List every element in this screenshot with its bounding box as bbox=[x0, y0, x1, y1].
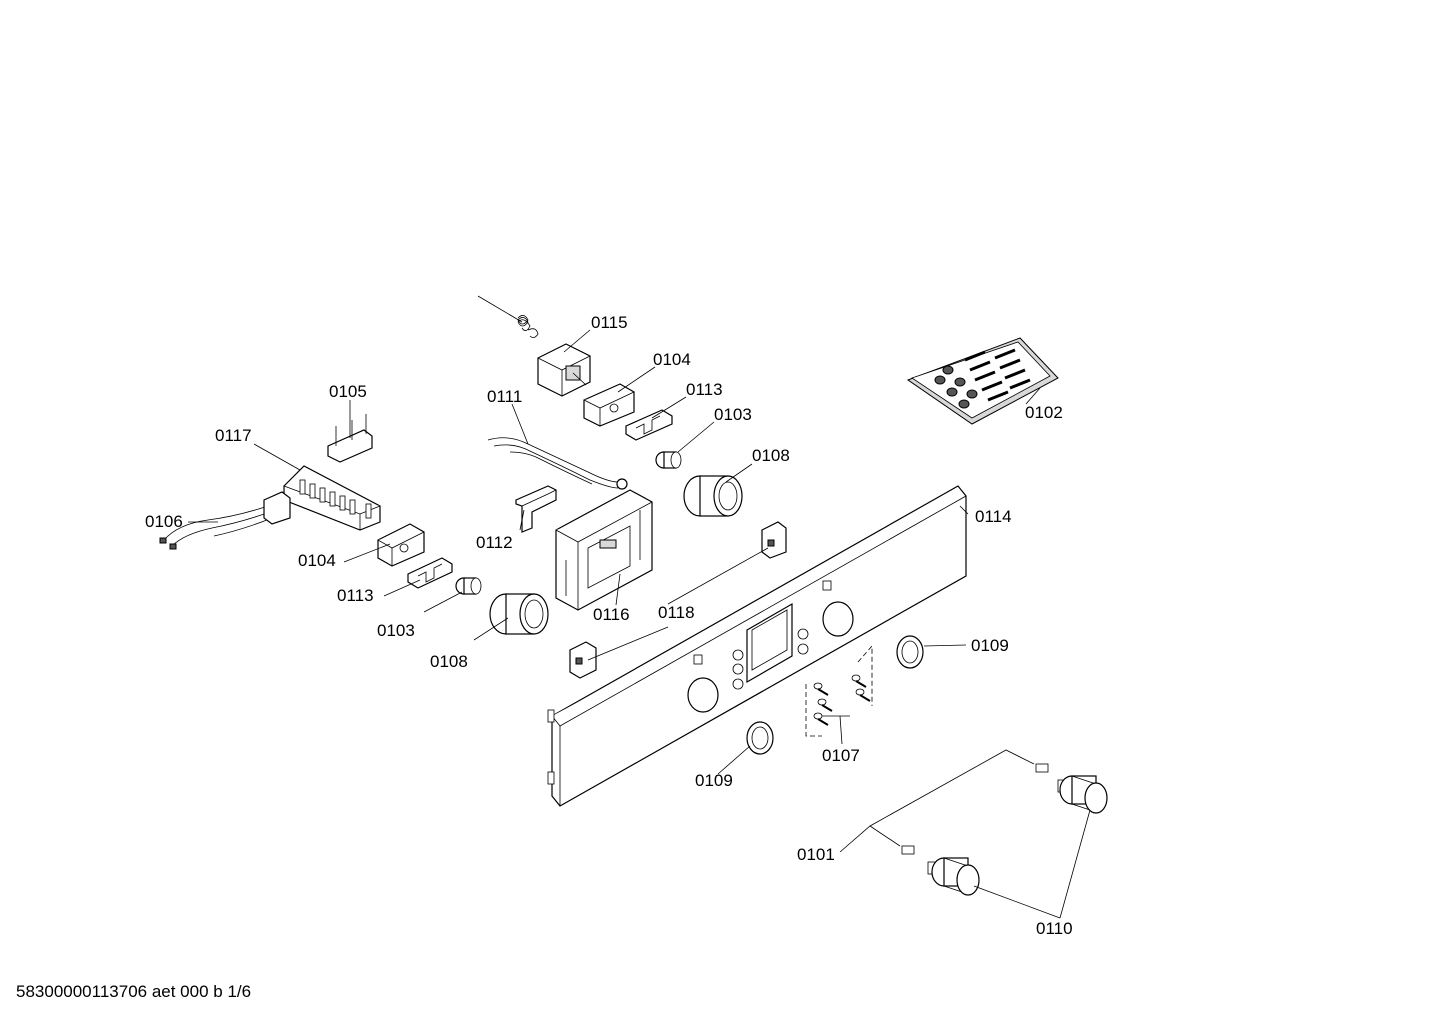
bracket-part-lower bbox=[377, 523, 425, 567]
label-0116: 0116 bbox=[593, 605, 630, 624]
control-panel-fascia bbox=[547, 485, 967, 807]
ring-part-right bbox=[896, 635, 924, 669]
label-0110: 0110 bbox=[1036, 919, 1073, 938]
electronic-module-part bbox=[555, 489, 653, 611]
label-0104-upper: 0104 bbox=[653, 350, 691, 369]
knob-housing-part-lower bbox=[489, 593, 549, 635]
label-0113-lower: 0113 bbox=[337, 586, 374, 605]
clip-part-lower bbox=[407, 557, 453, 589]
label-0113-upper: 0113 bbox=[686, 380, 723, 399]
label-0102: 0102 bbox=[1025, 403, 1063, 422]
screw-bag-part bbox=[906, 337, 1059, 425]
part-labels: 0115 0104 0113 0103 0108 0111 0105 0117 … bbox=[145, 313, 1073, 938]
screw-set-part bbox=[805, 644, 873, 737]
label-0111: 0111 bbox=[487, 387, 522, 406]
lamp-holder-part-lower bbox=[455, 577, 482, 595]
bracket-part-upper bbox=[583, 383, 635, 427]
thermostat-part bbox=[477, 295, 591, 397]
control-knob-part-lower bbox=[901, 845, 980, 896]
lamp-holder-part-upper bbox=[655, 451, 682, 469]
clip-part-upper bbox=[625, 409, 673, 441]
label-0117: 0117 bbox=[215, 426, 252, 445]
switch-clip-part-lower bbox=[569, 641, 597, 679]
label-0103-upper: 0103 bbox=[714, 405, 752, 424]
control-knob-part-upper bbox=[1035, 763, 1108, 814]
label-0105: 0105 bbox=[329, 382, 367, 401]
connector-part bbox=[327, 414, 373, 463]
switch-part bbox=[515, 485, 557, 533]
label-0106: 0106 bbox=[145, 512, 183, 531]
switch-clip-part-upper bbox=[761, 521, 787, 559]
drawing-code: 58300000113706 aet 000 b 1/6 bbox=[16, 982, 251, 1001]
label-0114: 0114 bbox=[975, 507, 1012, 526]
label-0112: 0112 bbox=[476, 533, 513, 552]
label-0109-left: 0109 bbox=[695, 771, 733, 790]
ring-part-left bbox=[746, 721, 774, 755]
label-0109-right: 0109 bbox=[971, 636, 1009, 655]
label-0104-lower: 0104 bbox=[298, 551, 336, 570]
label-0115: 0115 bbox=[591, 313, 628, 332]
wiring-loom-part bbox=[487, 437, 628, 490]
leader-lines bbox=[188, 329, 1091, 919]
label-0118: 0118 bbox=[658, 603, 695, 622]
knob-housing-part-upper bbox=[683, 475, 743, 517]
label-0103-lower: 0103 bbox=[377, 621, 415, 640]
label-0108-upper: 0108 bbox=[752, 446, 790, 465]
label-0101: 0101 bbox=[797, 845, 835, 864]
terminal-block-part bbox=[283, 465, 381, 531]
label-0107: 0107 bbox=[822, 746, 860, 765]
wire-harness-part bbox=[159, 491, 291, 550]
label-0108-lower: 0108 bbox=[430, 652, 468, 671]
